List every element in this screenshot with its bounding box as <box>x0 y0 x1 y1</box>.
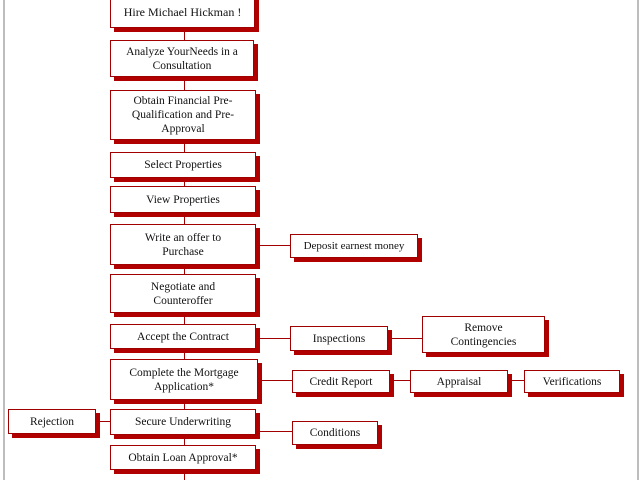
connector-remove <box>388 338 422 339</box>
step-analyze: Analyze YourNeeds in a Consultation <box>110 40 254 77</box>
step-complete-application: Complete the Mortgage Application* <box>110 359 258 400</box>
page-frame <box>3 0 639 480</box>
step-loan-approval: Obtain Loan Approval* <box>110 445 256 470</box>
step-conditions: Conditions <box>292 421 378 445</box>
step-negotiate: Negotiate and Counteroffer <box>110 274 256 313</box>
connector-verifications <box>508 380 524 381</box>
step-deposit: Deposit earnest money <box>290 234 418 258</box>
step-remove-contingencies: Remove Contingencies <box>422 316 545 353</box>
connector-conditions <box>256 431 292 432</box>
step-verifications: Verifications <box>524 370 620 393</box>
step-inspections: Inspections <box>290 326 388 351</box>
step-write-offer: Write an offer to Purchase <box>110 224 256 265</box>
step-secure-underwriting: Secure Underwriting <box>110 409 256 435</box>
step-credit-report: Credit Report <box>292 370 390 393</box>
connector-credit <box>258 380 292 381</box>
step-obtain-financial: Obtain Financial Pre-Qualification and P… <box>110 90 256 140</box>
step-rejection: Rejection <box>8 409 96 434</box>
step-select: Select Properties <box>110 152 256 178</box>
connector-inspections <box>256 338 290 339</box>
step-appraisal: Appraisal <box>410 370 508 393</box>
step-view: View Properties <box>110 186 256 213</box>
connector-rejection <box>96 421 110 422</box>
step-accept: Accept the Contract <box>110 324 256 349</box>
step-hire: Hire Michael Hickman ! <box>110 0 255 28</box>
connector-deposit <box>256 245 290 246</box>
connector-appraisal <box>390 380 410 381</box>
